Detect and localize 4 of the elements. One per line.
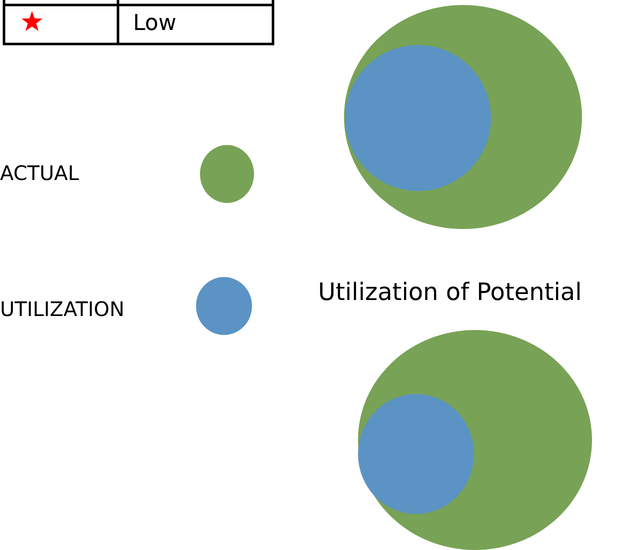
table-cell-text: Low xyxy=(133,11,176,36)
legend-label: UTILIZATION xyxy=(0,297,124,321)
chart-title: Utilization of Potential xyxy=(318,278,582,306)
legend-label: ACTUAL xyxy=(0,161,79,185)
